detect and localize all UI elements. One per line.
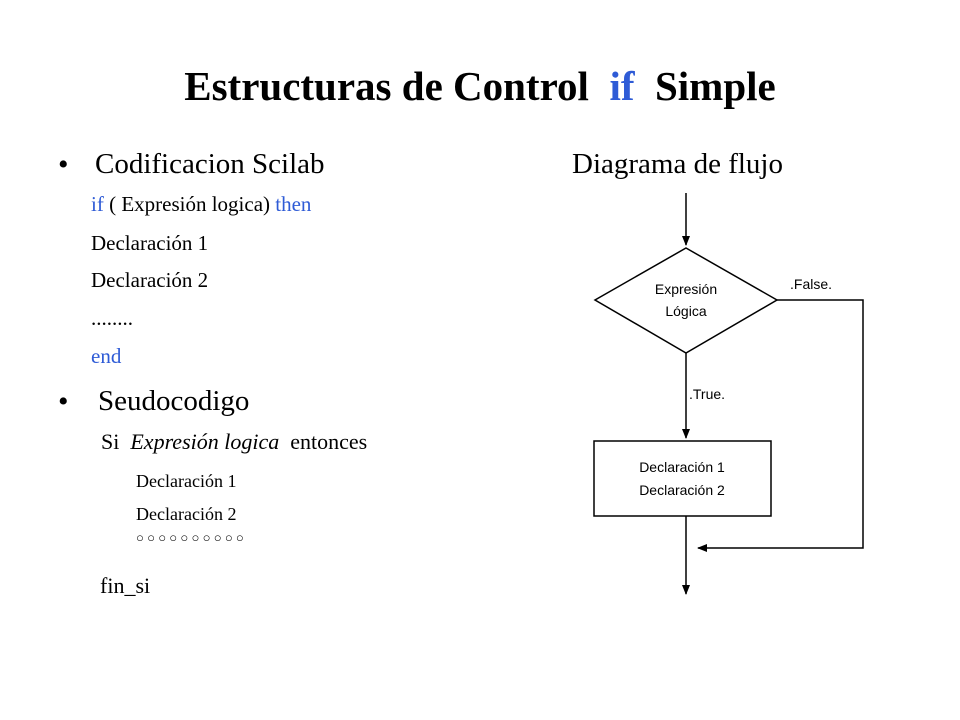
- code-if-keyword: if: [91, 192, 104, 216]
- bullet-marker: •: [58, 148, 69, 181]
- false-branch-label: .False.: [790, 276, 832, 292]
- decision-label-line2: Lógica: [665, 303, 706, 319]
- decision-diamond: [593, 247, 779, 354]
- code-line-stmt1: Declaración 1: [91, 231, 209, 255]
- section-heading-code: Codificacion Scilab: [95, 148, 325, 180]
- code-line-stmt2: Declaración 2: [91, 268, 209, 292]
- decision-label-line1: Expresión: [655, 281, 717, 297]
- pseudo-si-keyword: Si: [101, 429, 120, 454]
- pseudo-line-si: Si Expresión logica entonces: [101, 431, 367, 453]
- process-label-line2: Declaración 2: [639, 482, 725, 498]
- pseudo-line-stmt1: Declaración 1: [136, 471, 237, 491]
- title-prefix: Estructuras de Control: [184, 63, 589, 109]
- pseudo-line-dots: ○ ○ ○ ○ ○ ○ ○ ○ ○ ○: [136, 530, 244, 545]
- code-then-keyword: then: [275, 192, 312, 216]
- process-label-line1: Declaración 1: [639, 459, 725, 475]
- process-box: [593, 440, 772, 517]
- title-if-keyword: if: [609, 63, 635, 109]
- slide-title: Estructuras de Control if Simple: [0, 62, 960, 111]
- pseudo-line-stmt2: Declaración 2: [136, 504, 237, 524]
- code-condition: ( Expresión logica): [109, 192, 271, 216]
- code-end-keyword: end: [91, 344, 122, 368]
- diagram-heading: Diagrama de flujo: [572, 148, 783, 180]
- code-line-if: if ( Expresión logica) then: [91, 194, 311, 215]
- code-line-ellipsis: ........: [91, 306, 133, 330]
- false-branch-arrow: [697, 299, 864, 552]
- true-branch-label: .True.: [689, 386, 725, 402]
- pseudo-condition: Expresión logica: [130, 429, 280, 454]
- bullet-marker: •: [58, 385, 69, 418]
- pseudo-entonces-keyword: entonces: [290, 429, 368, 454]
- pseudo-line-fin: fin_si: [100, 573, 151, 598]
- title-suffix: Simple: [654, 63, 776, 109]
- section-heading-pseudo: Seudocodigo: [98, 385, 250, 417]
